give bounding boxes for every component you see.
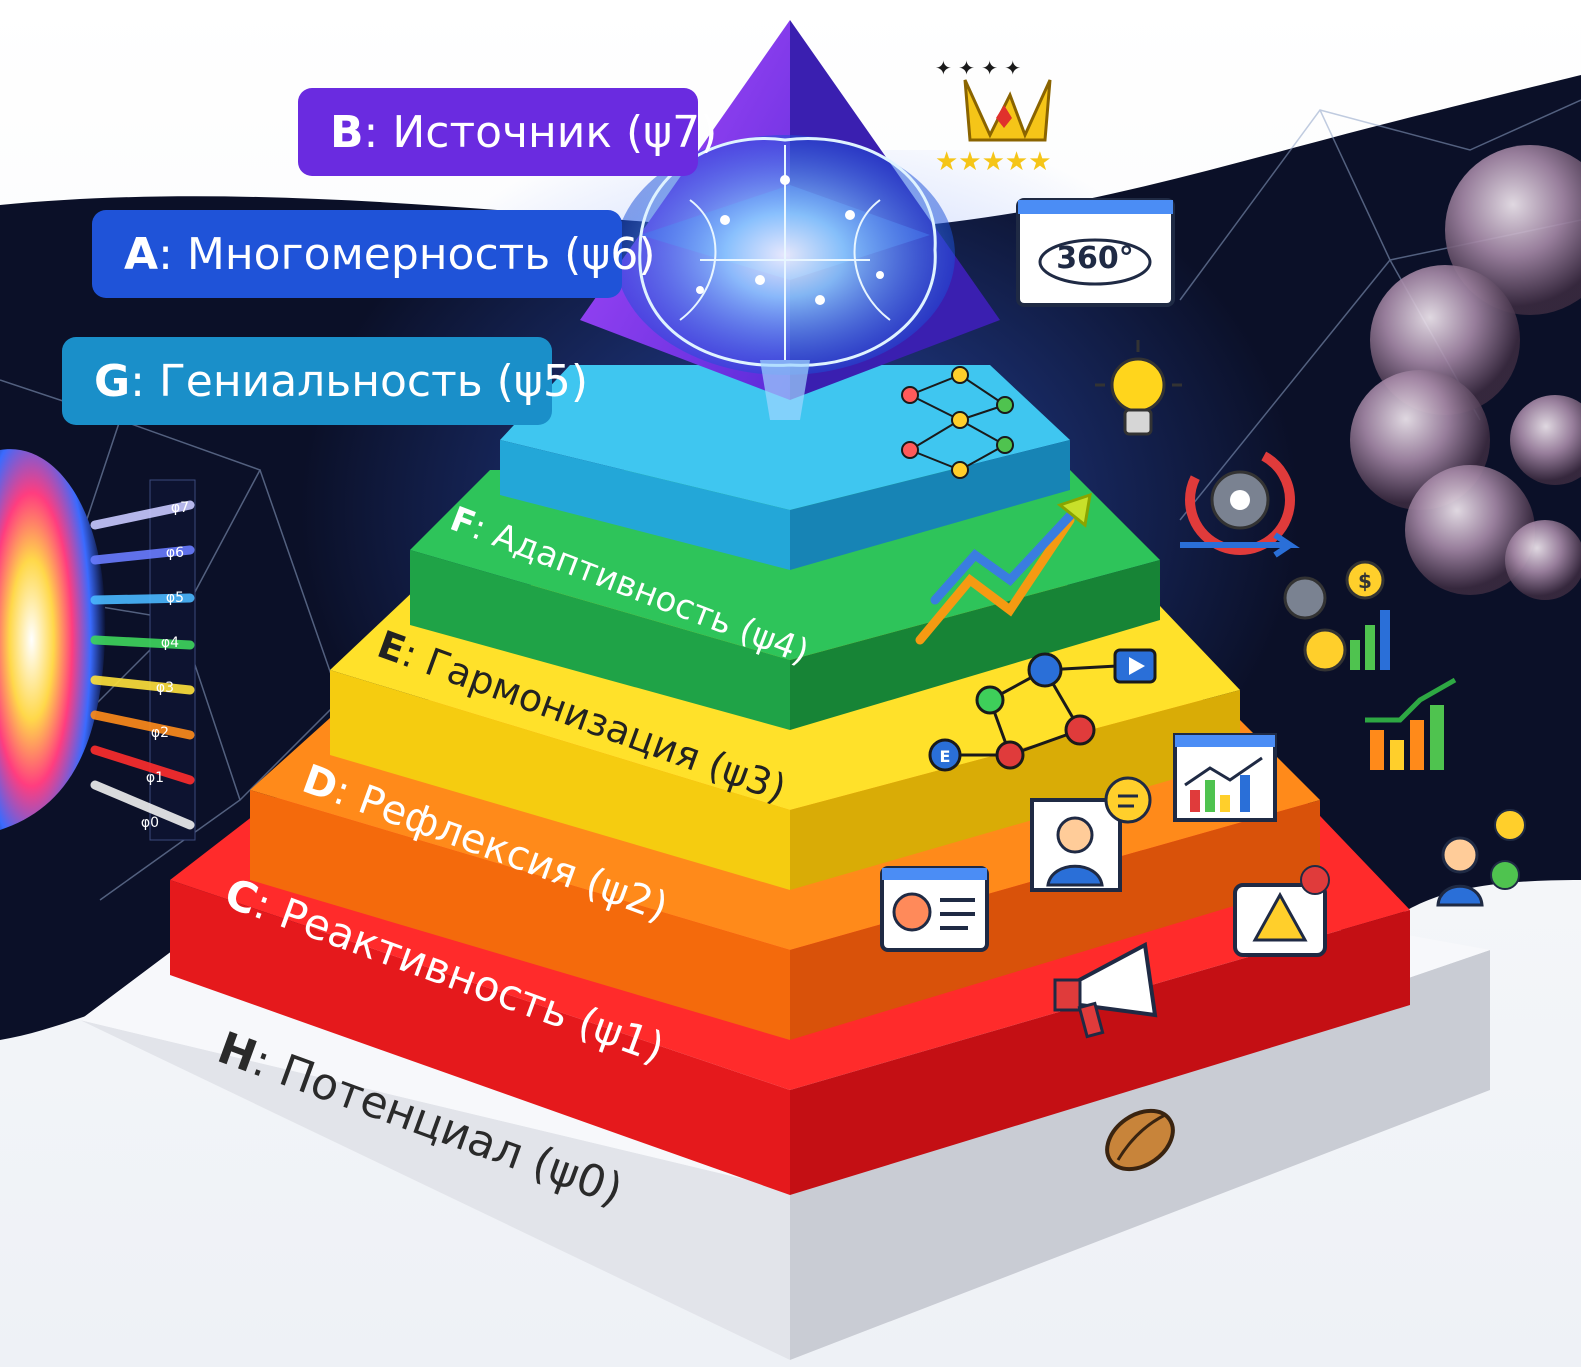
growth-arrow-icon (915, 492, 1092, 645)
svg-text:φ5: φ5 (166, 590, 184, 606)
level-a-tag: A: Многомерность (ψ6) (92, 210, 656, 298)
level-a-letter: A (124, 228, 159, 280)
svg-text:✦ ✦ ✦ ✦: ✦ ✦ ✦ ✦ (935, 56, 1021, 80)
seed-icon (1105, 1108, 1175, 1172)
level-b-name: Источник (ψ7) (392, 106, 718, 158)
level-g-slab (500, 365, 1070, 570)
svg-text:φ4: φ4 (161, 635, 179, 651)
svg-text:φ1: φ1 (146, 770, 164, 786)
profile-card-icon (880, 866, 989, 952)
level-b-tag: B: Источник (ψ7) (298, 88, 717, 176)
svg-text:360°: 360° (1056, 241, 1134, 276)
dashboard-chart-icon (1173, 733, 1277, 822)
svg-text:★★★★★: ★★★★★ (935, 147, 1052, 177)
level-g-letter: G (94, 355, 131, 407)
happy-users-icon (1436, 809, 1526, 907)
user-chat-icon (1030, 776, 1152, 892)
svg-text:φ2: φ2 (151, 725, 169, 741)
level-g-tag: G: Гениальность (ψ5) (62, 337, 588, 425)
spectrum-labels: φ7 φ6 φ5 φ4 φ3 φ2 φ1 φ0 (141, 500, 189, 831)
svg-text:E: E (940, 747, 951, 766)
money-gear-icon: $ (1283, 560, 1390, 672)
level-a-name: Многомерность (ψ6) (186, 228, 656, 280)
svg-text:φ3: φ3 (156, 680, 174, 696)
svg-text:$: $ (1358, 569, 1372, 593)
brain-icon (615, 135, 955, 420)
warning-bubble-icon (1233, 865, 1330, 957)
level-b-colon: : (363, 106, 393, 158)
crown-icon: ★★★★★ ✦ ✦ ✦ ✦ (935, 56, 1052, 177)
spectrum-brain (0, 449, 196, 841)
svg-text:φ0: φ0 (141, 815, 159, 831)
level-g-colon: : (130, 355, 159, 407)
megaphone-icon (1053, 941, 1158, 1039)
svg-text:φ6: φ6 (166, 545, 184, 561)
level-b-letter: B (330, 106, 364, 158)
network-graph-icon: E (928, 648, 1157, 772)
panorama-360-icon: 360° (1016, 198, 1175, 307)
level-g-name: Гениальность (ψ5) (158, 355, 589, 407)
neural-network-icon (901, 366, 1014, 479)
lightbulb-icon (1095, 340, 1182, 436)
level-a-colon: : (158, 228, 187, 280)
bar-chart-up-icon (1365, 677, 1457, 770)
svg-text:φ7: φ7 (171, 500, 189, 516)
bubble-cluster (1350, 145, 1581, 600)
gear-cycle-icon (1180, 445, 1300, 558)
